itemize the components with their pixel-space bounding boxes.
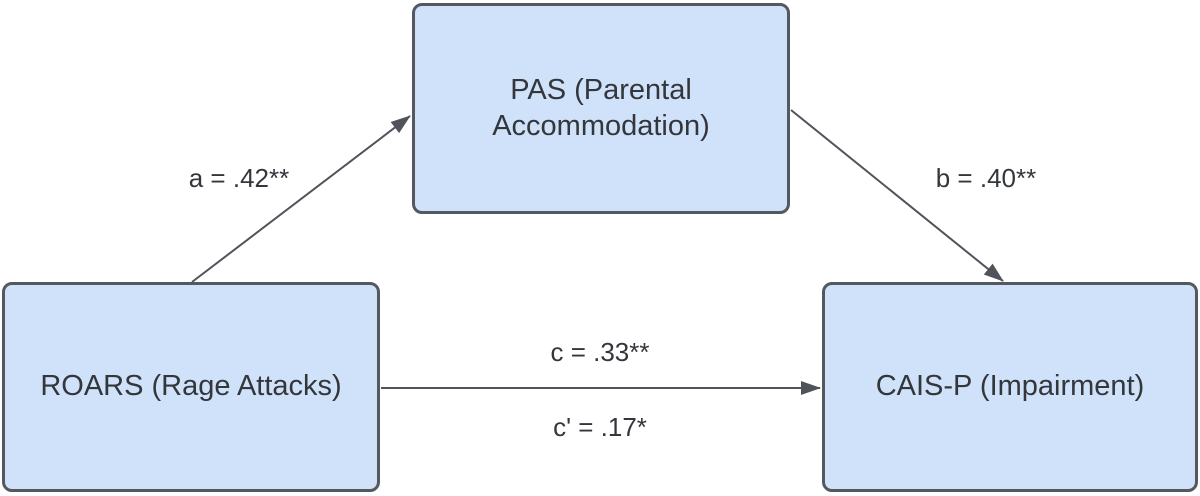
node-predictor-label: ROARS (Rage Attacks) (40, 370, 342, 403)
node-predictor-roars: ROARS (Rage Attacks) (2, 282, 380, 492)
node-outcome-cais: CAIS-P (Impairment) (822, 282, 1198, 492)
node-outcome-label: CAIS-P (Impairment) (875, 370, 1145, 403)
path-c-coefficient: c = .33** (550, 337, 650, 367)
node-mediator-label: PAS (Parental Accommodation) (492, 74, 710, 142)
path-b-coefficient: b = .40** (935, 163, 1037, 193)
path-a-arrow (191, 115, 411, 283)
node-mediator-pas: PAS (Parental Accommodation) (412, 3, 790, 214)
path-b-arrow (790, 109, 1004, 282)
path-a-coefficient: a = .42** (188, 163, 290, 193)
path-c-prime-coefficient: c' = .17* (553, 412, 647, 442)
